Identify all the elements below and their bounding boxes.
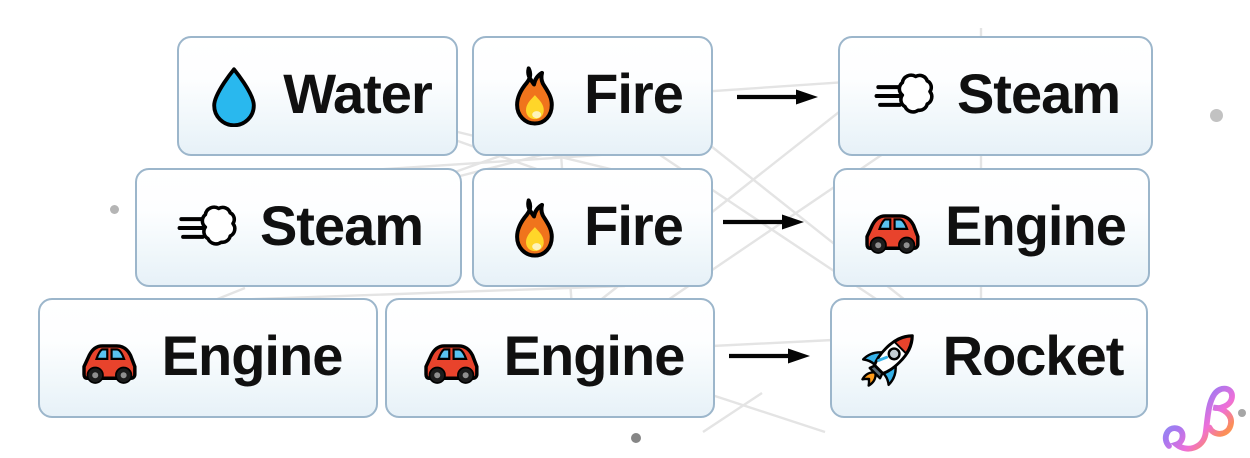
element-label: Steam: [259, 193, 424, 257]
dashing-away-icon: [871, 64, 939, 128]
element-label: Engine: [945, 193, 1127, 257]
element-label: Fire: [584, 62, 684, 125]
fire-icon: [502, 196, 566, 260]
beebom-logo: [1162, 385, 1235, 452]
element-tile-steam[interactable]: Steam: [135, 168, 462, 287]
element-label: Steam: [956, 62, 1121, 125]
element-label: Engine: [161, 324, 344, 387]
right-arrow-icon: [737, 89, 818, 105]
fire-icon: [502, 64, 566, 128]
element-tile-fire[interactable]: Fire: [472, 36, 713, 156]
element-tile-engine[interactable]: Engine: [833, 168, 1150, 287]
right-arrow-icon: [729, 348, 810, 364]
car-icon: [416, 327, 486, 389]
board-dot: [631, 433, 641, 443]
board-dot: [1210, 109, 1223, 122]
board-dot: [110, 205, 119, 214]
car-icon: [74, 327, 144, 389]
element-tile-steam[interactable]: Steam: [838, 36, 1153, 156]
element-tile-rocket[interactable]: Rocket: [830, 298, 1148, 418]
element-tile-engine[interactable]: Engine: [385, 298, 715, 418]
element-tile-engine[interactable]: Engine: [38, 298, 378, 418]
element-label: Water: [283, 62, 433, 125]
element-label: Rocket: [942, 324, 1125, 387]
board-dot: [1238, 409, 1246, 417]
dashing-away-icon: [174, 196, 242, 260]
right-arrow-icon: [723, 214, 804, 230]
droplet-icon: [203, 65, 265, 127]
element-tile-water[interactable]: Water: [177, 36, 458, 156]
element-label: Engine: [503, 324, 686, 387]
element-label: Fire: [584, 193, 684, 257]
car-icon: [857, 197, 927, 259]
element-tile-fire[interactable]: Fire: [472, 168, 713, 287]
rocket-icon: [855, 323, 925, 393]
